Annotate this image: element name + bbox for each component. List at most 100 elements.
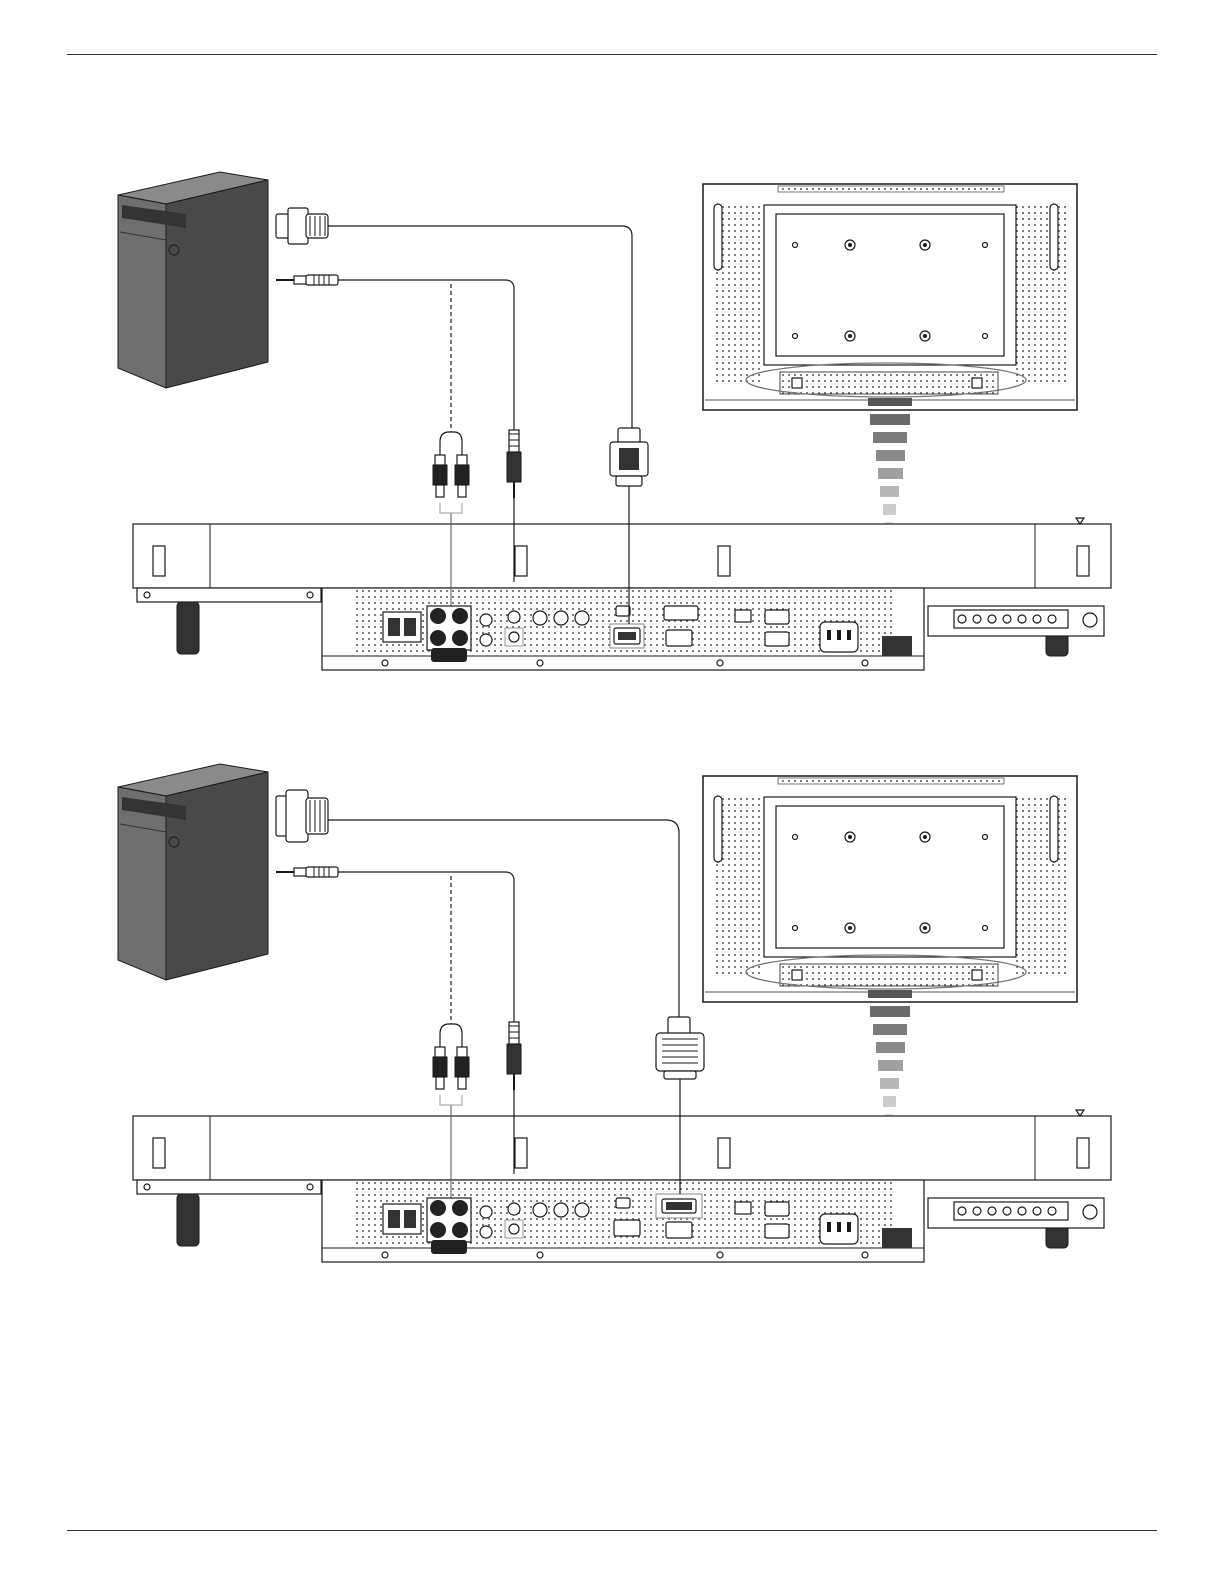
audio-cable — [338, 872, 514, 1022]
display-bottom-frame — [133, 1116, 1111, 1180]
rca-plug-body — [433, 465, 447, 485]
zoom-step — [870, 414, 910, 425]
audio-jack-icon — [276, 867, 338, 877]
ac-pin — [827, 1222, 831, 1232]
display-back-inner — [776, 214, 1004, 356]
display-vent-left-bottom — [716, 892, 764, 974]
rca-cable-loop — [440, 432, 462, 455]
vga-in-pins — [618, 632, 636, 640]
rca-plug-tip — [436, 485, 444, 497]
speaker-terminal-slot — [404, 1210, 416, 1228]
rca-jack — [452, 630, 468, 646]
panel-arrow — [1076, 1110, 1084, 1116]
hdmi-port — [616, 606, 630, 616]
display-rear-icon — [703, 184, 1077, 410]
display-rear-icon — [703, 776, 1077, 1002]
rca-plug-cap — [435, 1047, 445, 1057]
rca-jack — [452, 1200, 468, 1216]
pc-side — [166, 180, 268, 388]
rca-plug-body — [433, 1057, 447, 1077]
audio-jack — [508, 1203, 520, 1215]
vga-cable — [328, 226, 632, 428]
zoom-step — [876, 450, 905, 461]
vga-plug-shell — [288, 208, 308, 244]
rca-jack — [430, 1222, 446, 1238]
panel-clip — [515, 546, 527, 576]
zoom-step — [883, 504, 896, 515]
zoom-step — [880, 486, 899, 497]
ac-pin — [837, 630, 841, 640]
display-vesa-center — [923, 243, 927, 247]
rca-jack — [430, 608, 446, 624]
power-cable-clamp — [882, 636, 912, 656]
panel-clip — [153, 546, 165, 576]
display-io-panel — [780, 964, 998, 986]
display-bottom-frame — [133, 524, 1111, 588]
pc-front — [118, 787, 166, 980]
audio-out-jack — [480, 1226, 492, 1238]
panel-clip — [718, 546, 730, 576]
zoom-step — [870, 1006, 910, 1017]
rca-jack — [452, 608, 468, 624]
vga-connection-diagram — [118, 172, 1111, 670]
display-io-jack — [972, 378, 982, 388]
rca-bracket — [440, 503, 462, 513]
display-bottom-panel — [133, 518, 1111, 670]
rs232-out-port — [765, 632, 789, 646]
pc-front — [118, 195, 166, 388]
audio-body — [306, 867, 338, 877]
stand-foot-left — [177, 602, 199, 654]
pc-tower-icon — [118, 172, 268, 388]
audio-out-jack — [480, 1206, 492, 1218]
audio-v-grip — [509, 1022, 519, 1044]
display-handle-right — [1050, 204, 1058, 270]
display-io-panel — [780, 372, 998, 394]
vga-v-head — [616, 476, 642, 486]
dvi-connection-diagram — [118, 764, 1111, 1262]
component-jack — [533, 1203, 547, 1217]
audio-jack — [508, 611, 520, 623]
zoom-step — [876, 1042, 905, 1053]
display-back-inner — [776, 806, 1004, 948]
rs232-out-port — [765, 1224, 789, 1238]
stand-foot-left — [177, 1194, 199, 1246]
zoom-indicator — [868, 398, 912, 533]
audio-body — [306, 275, 338, 285]
dvi-connector-icon — [276, 790, 328, 842]
rca-bracket — [440, 1095, 462, 1105]
display-vesa-center — [848, 243, 852, 247]
zoom-step — [880, 1078, 899, 1089]
zoom-step — [878, 1060, 903, 1071]
display-vesa-center — [923, 334, 927, 338]
audio-v-body — [507, 1044, 521, 1074]
display-vent-right-bottom — [1016, 300, 1066, 382]
rj45-port — [735, 610, 751, 622]
vga-out-port — [666, 1222, 692, 1238]
vga-v-pins — [619, 448, 639, 470]
ac-pin — [847, 1222, 851, 1232]
dvi-v-grip — [668, 1017, 690, 1035]
rca-plug-tip — [458, 485, 466, 497]
rca-cable-loop — [440, 1024, 462, 1047]
display-vesa-center — [848, 926, 852, 930]
panel-clip — [153, 1138, 165, 1168]
zoom-step — [873, 1024, 907, 1035]
rca-jack — [452, 1222, 468, 1238]
rca-jack — [430, 630, 446, 646]
power-switch — [1083, 613, 1097, 627]
audio-jack-icon — [276, 275, 338, 285]
audio-v-body — [507, 452, 521, 482]
rca-plug-cap — [435, 455, 445, 465]
panel-arrow — [1076, 518, 1084, 524]
rca-jack-lower — [431, 648, 467, 662]
dvi-connector-icon — [656, 1017, 704, 1079]
rca-plug-icon — [433, 432, 469, 513]
pc-audio-in-jack — [509, 632, 519, 642]
display-top-vent — [778, 778, 1004, 784]
zoom-step — [883, 1096, 896, 1107]
dvi-cable — [328, 820, 679, 1017]
audio-jack-icon — [507, 430, 521, 498]
rca-plug-tip — [458, 1077, 466, 1089]
component-jack — [575, 1203, 589, 1217]
panel-clip — [1077, 546, 1089, 576]
